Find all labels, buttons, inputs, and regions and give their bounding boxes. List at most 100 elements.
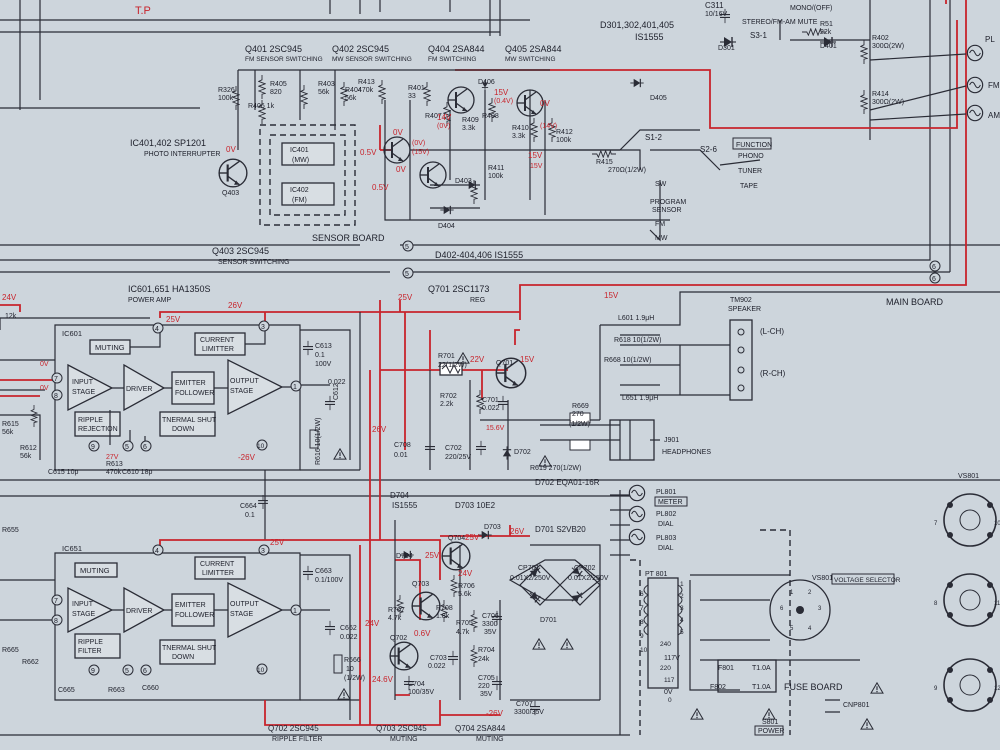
q401-desc: FM SENSOR SWITCHING: [245, 56, 323, 63]
svg-text:240: 240: [660, 641, 671, 648]
svg-text:0.5V: 0.5V: [360, 148, 377, 157]
svg-text:0.022: 0.022: [482, 405, 500, 412]
svg-text:RIPPLE: RIPPLE: [78, 639, 103, 646]
svg-text:F802: F802: [710, 684, 726, 691]
svg-text:35V: 35V: [484, 629, 497, 636]
svg-text:4.7k: 4.7k: [388, 615, 402, 622]
svg-text:24.6V: 24.6V: [372, 675, 394, 684]
svg-text:R408: R408: [482, 113, 499, 120]
svg-text:D704: D704: [390, 491, 410, 500]
svg-text:33: 33: [408, 93, 416, 100]
svg-text:5: 5: [680, 629, 684, 636]
svg-text:FOLLOWER: FOLLOWER: [175, 390, 214, 397]
svg-text:IS1555: IS1555: [392, 501, 418, 510]
svg-text:SENSOR: SENSOR: [652, 207, 682, 214]
svg-text:EMITTER: EMITTER: [175, 602, 206, 609]
svg-text:TM902: TM902: [730, 297, 752, 304]
svg-text:0.01X2/250V: 0.01X2/250V: [568, 575, 609, 582]
svg-text:0.022: 0.022: [328, 379, 346, 386]
svg-text:10: 10: [994, 521, 1000, 527]
main-board-label: MAIN BOARD: [886, 297, 944, 307]
svg-text:220/25V: 220/25V: [445, 454, 471, 461]
svg-text:10: 10: [257, 667, 265, 674]
svg-text:C708: C708: [394, 442, 411, 449]
am-label: AM: [988, 111, 1000, 120]
svg-text:PL803: PL803: [656, 535, 676, 542]
svg-text:IC401,402 SP1201: IC401,402 SP1201: [130, 138, 206, 148]
svg-text:220: 220: [478, 683, 490, 690]
svg-text:R706: R706: [458, 583, 475, 590]
lamps: PL801 METER PL802 DIAL PL803 DIAL: [610, 484, 688, 735]
svg-text:R406 1k: R406 1k: [248, 103, 275, 110]
svg-text:4: 4: [155, 548, 159, 555]
svg-text:3.3k: 3.3k: [512, 133, 526, 140]
svg-text:24V: 24V: [458, 569, 473, 578]
sensor-board-label: SENSOR BOARD: [312, 233, 385, 243]
svg-text:C662: C662: [340, 625, 357, 632]
q405-desc: MW SWITCHING: [505, 56, 556, 63]
svg-text:R407: R407: [425, 113, 442, 120]
svg-text:R668 10(1/2W): R668 10(1/2W): [604, 357, 651, 364]
warning-icon: [690, 708, 704, 720]
c311-value: 10/16V: [705, 11, 728, 18]
svg-text:3.3k: 3.3k: [462, 125, 476, 132]
svg-text:Q403 2SC945: Q403 2SC945: [212, 246, 269, 256]
svg-text:0V: 0V: [540, 99, 550, 108]
svg-text:POWER: POWER: [758, 728, 784, 735]
svg-text:270: 270: [572, 411, 584, 418]
svg-text:12k: 12k: [5, 313, 17, 320]
svg-text:VS801: VS801: [958, 473, 979, 480]
ic651-blocks: MUTING CURRENT LIMITTER INPUT STAGE DRIV…: [62, 329, 300, 665]
q702-transistor: [389, 641, 419, 671]
svg-text:R405: R405: [270, 81, 287, 88]
svg-text:PHOTO INTERRUPTER: PHOTO INTERRUPTER: [144, 151, 221, 158]
svg-text:C664: C664: [240, 503, 257, 510]
svg-text:REG: REG: [470, 297, 485, 304]
svg-text:6: 6: [640, 591, 644, 598]
svg-text:15.6V: 15.6V: [486, 425, 505, 432]
svg-text:CURRENT: CURRENT: [200, 337, 235, 344]
svg-text:7: 7: [54, 376, 58, 383]
svg-text:2: 2: [680, 593, 684, 600]
svg-text:R663: R663: [108, 687, 125, 694]
svg-text:R701: R701: [438, 353, 455, 360]
svg-text:C615 10p: C615 10p: [48, 469, 78, 476]
svg-text:R403: R403: [318, 81, 335, 88]
svg-text:(L-CH): (L-CH): [760, 327, 784, 336]
svg-text:6: 6: [143, 668, 147, 675]
svg-text:R615: R615: [2, 421, 19, 428]
svg-text:FM: FM: [655, 221, 665, 228]
svg-text:25V: 25V: [398, 293, 413, 302]
svg-text:C612: C612: [333, 383, 340, 400]
svg-text:OUTPUT: OUTPUT: [230, 378, 260, 385]
svg-text:R409: R409: [462, 117, 479, 124]
svg-text:6: 6: [932, 276, 936, 283]
svg-text:(FM): (FM): [292, 197, 307, 204]
q404-desc: FM SWITCHING: [428, 56, 476, 63]
svg-text:1: 1: [680, 581, 684, 588]
power-section: PT 801 VS801 VOLTAGE SELECTOR F801 T1.0A…: [630, 529, 901, 736]
svg-text:L651 1.9μH: L651 1.9μH: [622, 395, 658, 402]
svg-text:EMITTER: EMITTER: [175, 380, 206, 387]
svg-text:24V: 24V: [2, 293, 17, 302]
svg-text:SW: SW: [655, 181, 667, 188]
svg-text:7: 7: [934, 521, 938, 527]
svg-text:15V: 15V: [530, 163, 543, 170]
svg-text:24V: 24V: [365, 619, 380, 628]
svg-text:D702: D702: [514, 449, 531, 456]
svg-text:S2-6: S2-6: [700, 145, 717, 154]
svg-text:D402-404,406 IS1555: D402-404,406 IS1555: [435, 250, 523, 260]
svg-text:10: 10: [346, 666, 354, 673]
svg-text:IC601: IC601: [62, 329, 82, 338]
svg-text:R613: R613: [106, 461, 123, 468]
svg-text:D703: D703: [484, 524, 501, 531]
pl802-lamp-icon: [628, 505, 646, 523]
q403-transistor: [218, 158, 248, 188]
svg-text:2.2k: 2.2k: [440, 401, 454, 408]
svg-text:STAGE: STAGE: [230, 611, 254, 618]
r414-label: R414: [872, 91, 889, 98]
svg-text:0.1: 0.1: [315, 352, 325, 359]
svg-text:D405: D405: [650, 95, 667, 102]
svg-text:5: 5: [405, 271, 409, 278]
